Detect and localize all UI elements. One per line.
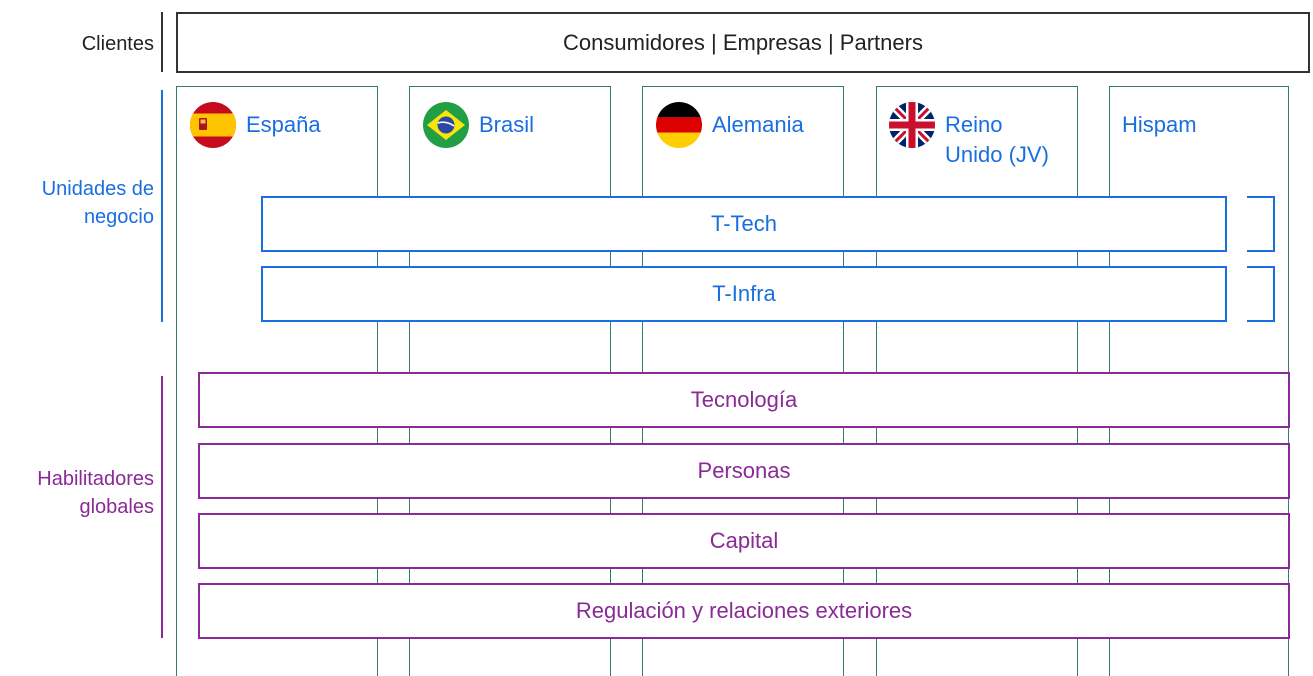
- enablers-divider: [161, 376, 163, 638]
- header-brasil: Brasil: [423, 102, 603, 148]
- clients-divider: [161, 12, 163, 72]
- clients-box: Consumidores | Empresas | Partners: [176, 12, 1310, 73]
- germany-flag-icon: [656, 102, 702, 148]
- spain-flag-icon: [190, 102, 236, 148]
- clients-label: Clientes: [81, 33, 154, 55]
- header-espana: España: [190, 102, 370, 148]
- band-regulacion: Regulación y relaciones exteriores: [198, 583, 1290, 639]
- clients-box-text: Consumidores | Empresas | Partners: [563, 29, 923, 55]
- label-brasil: Brasil: [479, 112, 535, 137]
- band-tecnologia-label: Tecnología: [690, 387, 798, 412]
- band-capital: Capital: [198, 513, 1290, 569]
- uk-flag-icon: [889, 102, 935, 148]
- label-hispam: Hispam: [1122, 112, 1197, 137]
- bracket-t-infra: [1247, 266, 1275, 322]
- band-personas-label: Personas: [697, 458, 791, 483]
- units-label: Unidades de negocio: [41, 178, 154, 228]
- band-t-tech: T-Tech: [261, 196, 1227, 252]
- band-regulacion-label: Regulación y relaciones exteriores: [575, 598, 913, 623]
- band-capital-label: Capital: [709, 528, 779, 553]
- band-tecnologia: Tecnología: [198, 372, 1290, 428]
- band-t-infra-label: T-Infra: [712, 281, 776, 306]
- band-t-infra: T-Infra: [261, 266, 1227, 322]
- band-personas: Personas: [198, 443, 1290, 499]
- enablers-label: Habilitadores globales: [37, 468, 154, 518]
- header-alemania: Alemania: [656, 102, 842, 148]
- brazil-flag-icon: [423, 102, 469, 148]
- label-reino-unido: Reino Unido (JV): [945, 112, 1049, 167]
- header-reino-unido: Reino Unido (JV): [889, 102, 1075, 170]
- label-alemania: Alemania: [712, 112, 804, 137]
- header-hispam: Hispam: [1122, 110, 1282, 140]
- label-espana: España: [246, 112, 321, 137]
- units-divider: [161, 90, 163, 322]
- bracket-t-tech: [1247, 196, 1275, 252]
- band-t-tech-label: T-Tech: [710, 211, 778, 236]
